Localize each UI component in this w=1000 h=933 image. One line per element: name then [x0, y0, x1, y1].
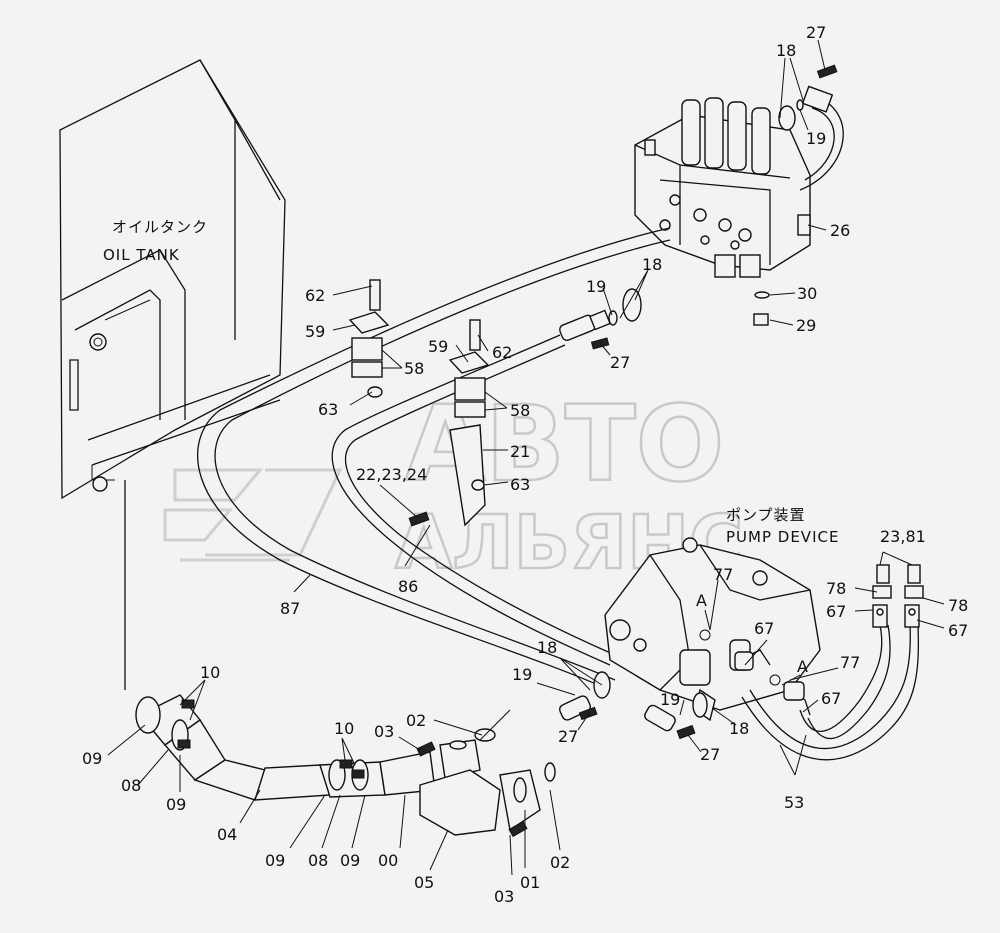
callout-58-a: 58 [404, 359, 424, 378]
callout-09-b: 09 [166, 795, 186, 814]
callout-02-b: 02 [550, 853, 570, 872]
callout-62-a: 62 [305, 286, 325, 305]
suction-pipe [135, 671, 708, 838]
oil-tank: オイルタンク OIL TANK [59, 59, 286, 690]
callout-19-mid: 19 [586, 277, 606, 296]
callout-09-a: 09 [82, 749, 102, 768]
callout-09-d: 09 [340, 851, 360, 870]
callout-08-b: 08 [308, 851, 328, 870]
oil-tank-label-jp: オイルタンク [112, 218, 208, 236]
callout-27-pump: 27 [700, 745, 720, 764]
callout-62-b: 62 [492, 343, 512, 362]
callout-23-81: 23,81 [880, 527, 926, 546]
callout-01: 01 [520, 873, 540, 892]
callout-67-d: 67 [948, 621, 968, 640]
callout-00: 00 [378, 851, 398, 870]
oil-tank-label-en: OIL TANK [103, 246, 180, 264]
plug-29 [753, 313, 769, 326]
callout-labels: 27 18 19 26 30 29 18 19 27 62 59 58 63 5… [82, 23, 968, 906]
callout-10-b: 10 [334, 719, 354, 738]
callout-A-1: A [696, 591, 707, 610]
callout-58-b: 58 [510, 401, 530, 420]
callout-03-a: 03 [374, 722, 394, 741]
callout-18-top: 18 [776, 41, 796, 60]
callout-77-b: 77 [840, 653, 860, 672]
callout-86: 86 [398, 577, 418, 596]
callout-27-low: 27 [558, 727, 578, 746]
callout-02-a: 02 [406, 711, 426, 730]
callout-77-a: 77 [713, 565, 733, 584]
pump-label-jp: ポンプ装置 [726, 506, 806, 524]
callout-A-2: A [797, 657, 808, 676]
callout-67-b: 67 [821, 689, 841, 708]
hose-return [778, 64, 844, 191]
callout-27-top: 27 [806, 23, 826, 42]
callout-59-a: 59 [305, 322, 325, 341]
callout-87: 87 [280, 599, 300, 618]
callout-19-pump: 19 [660, 690, 680, 709]
watermark-logo [163, 468, 343, 562]
callout-78-a: 78 [826, 579, 846, 598]
callout-67-c: 67 [826, 602, 846, 621]
callout-63-a: 63 [318, 400, 338, 419]
hoses-53 [741, 564, 924, 761]
callout-03-b: 03 [494, 887, 514, 906]
callout-04: 04 [217, 825, 237, 844]
callout-18-low: 18 [537, 638, 557, 657]
clamp-bracket-left [348, 279, 390, 398]
callout-53: 53 [784, 793, 804, 812]
callout-19-top: 19 [806, 129, 826, 148]
callout-09-c: 09 [265, 851, 285, 870]
callout-22-23-24: 22,23,24 [356, 465, 427, 484]
callout-18-mid: 18 [642, 255, 662, 274]
washer-30 [754, 291, 770, 299]
callout-08-a: 08 [121, 776, 141, 795]
clamp-bracket-right [408, 319, 490, 527]
callout-18-pump: 18 [729, 719, 749, 738]
callout-19-low: 19 [512, 665, 532, 684]
callout-26: 26 [830, 221, 850, 240]
callout-10-a: 10 [200, 663, 220, 682]
leader-lines [107, 39, 945, 876]
callout-78-b: 78 [948, 596, 968, 615]
callout-30: 30 [797, 284, 817, 303]
pump-label-en: PUMP DEVICE [726, 528, 839, 546]
callout-59-b: 59 [428, 337, 448, 356]
callout-27-mid: 27 [610, 353, 630, 372]
control-valve [634, 97, 811, 278]
callout-29: 29 [796, 316, 816, 335]
callout-05: 05 [414, 873, 434, 892]
callout-67-a: 67 [754, 619, 774, 638]
callout-21: 21 [510, 442, 530, 461]
callout-63-b: 63 [510, 475, 530, 494]
